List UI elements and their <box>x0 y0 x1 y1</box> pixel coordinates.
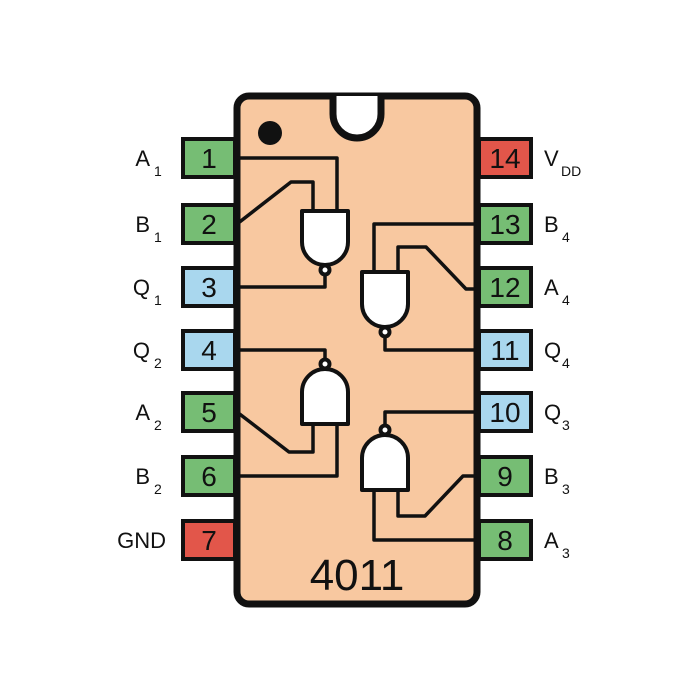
pin-4-label-sub: 2 <box>154 355 162 371</box>
pin-12-label-main: A <box>544 275 559 300</box>
nand-gates <box>300 209 410 492</box>
pin-1-label-sub: 1 <box>154 163 162 179</box>
pin-5-box <box>181 391 237 433</box>
pin-6-number: 6 <box>201 461 217 492</box>
nand-gate-4-bubble <box>378 325 392 339</box>
pin-8-label: A <box>544 528 559 553</box>
pin-7: 7 GND <box>117 519 237 561</box>
nand-gate-1-bubble <box>318 263 332 277</box>
pin-7-box <box>181 519 237 561</box>
pin-13-number: 13 <box>489 209 520 240</box>
pin-10-box <box>477 391 533 433</box>
pin-1-label: A <box>135 146 150 171</box>
pin-10-label-main: Q <box>544 400 561 425</box>
pin-7-label: GND <box>117 528 166 553</box>
pin-4-box <box>181 329 237 371</box>
pin-12-label-sub: 4 <box>562 292 570 308</box>
pin-10-number: 10 <box>489 397 520 428</box>
pin-14-label-main: V <box>544 146 559 171</box>
pin-2-number: 2 <box>201 209 217 240</box>
pin-2-label-main: B <box>135 212 150 237</box>
pin-2-box <box>181 203 237 245</box>
pin-4-label: Q <box>133 338 150 363</box>
pin-14-number: 14 <box>489 143 520 174</box>
pin-8-number: 8 <box>497 525 513 556</box>
pin-6-label-sub: 2 <box>154 481 162 497</box>
chip-name: 4011 <box>310 551 405 600</box>
nand-gate-2 <box>300 367 350 426</box>
pin-5-label: A <box>135 400 150 425</box>
pin-13-label-sub: 4 <box>562 229 570 245</box>
pin-5-label-main: A <box>135 400 150 425</box>
pin-13-label: B <box>544 212 559 237</box>
pin-11-label: Q <box>544 338 561 363</box>
orientation-notch <box>329 96 385 142</box>
pin-3-label-sub: 1 <box>154 292 162 308</box>
pin-11-box <box>477 329 533 371</box>
pin-2-label-sub: 1 <box>154 229 162 245</box>
nand-gate-3-bubble <box>378 423 392 437</box>
pin-7-label-main: GND <box>117 528 166 553</box>
pin-12-box <box>477 266 533 308</box>
pin-11-number: 11 <box>490 335 519 366</box>
pin-5-number: 5 <box>201 397 217 428</box>
pin1-dot-icon <box>258 121 282 145</box>
pin-8-label-main: A <box>544 528 559 553</box>
nand-gate-3 <box>360 433 410 492</box>
nand-gate-2-bubble <box>318 357 332 371</box>
pin-12-label: A <box>544 275 559 300</box>
pin-3-number: 3 <box>201 272 217 303</box>
pin-1-box <box>181 137 237 179</box>
pin-12-number: 12 <box>489 272 520 303</box>
pin-3-label-main: Q <box>133 275 150 300</box>
pin-9-label-sub: 3 <box>562 481 570 497</box>
pin-9-box <box>477 455 533 497</box>
pin-13-box <box>477 203 533 245</box>
pin-11-label-sub: 4 <box>562 355 570 371</box>
pin-13-label-main: B <box>544 212 559 237</box>
pin-4-label-main: Q <box>133 338 150 363</box>
pin-14-label: V <box>544 146 559 171</box>
pin-6-box <box>181 455 237 497</box>
pin-3-box <box>181 266 237 308</box>
pin-10-label: Q <box>544 400 561 425</box>
pin-9-number: 9 <box>497 461 513 492</box>
pin-1-number: 1 <box>201 143 217 174</box>
pin-1-label-main: A <box>135 146 150 171</box>
pin-3-label: Q <box>133 275 150 300</box>
nand-gate-4 <box>360 270 410 329</box>
pin-7-number: 7 <box>201 525 217 556</box>
internal-wiring <box>235 156 479 542</box>
nand-gate-1 <box>300 209 350 267</box>
pin-8-label-sub: 3 <box>562 545 570 561</box>
pin-8-box <box>477 519 533 561</box>
pin-6-label: B <box>135 464 150 489</box>
pin-9-label-main: B <box>544 464 559 489</box>
pin-4-number: 4 <box>201 335 217 366</box>
pin-11-label-main: Q <box>544 338 561 363</box>
pin-6-label-main: B <box>135 464 150 489</box>
pin-5-label-sub: 2 <box>154 417 162 433</box>
pin-9-label: B <box>544 464 559 489</box>
pin-14-label-sub: DD <box>561 163 581 179</box>
pin-10-label-sub: 3 <box>562 417 570 433</box>
pin-14-box <box>477 137 533 179</box>
pin-2-label: B <box>135 212 150 237</box>
